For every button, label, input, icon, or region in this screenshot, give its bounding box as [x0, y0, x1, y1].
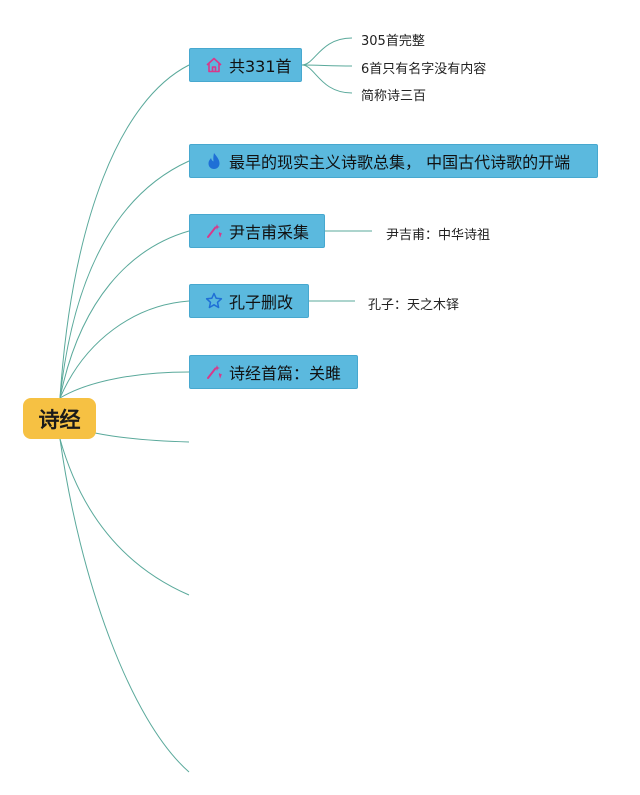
link-topic1-sub-3	[301, 64, 353, 94]
topic-label: 最早的现实主义诗歌总集， 中国古代诗歌的开端	[229, 153, 571, 172]
link-root-topic-5	[59, 371, 190, 399]
topic-realism-collection[interactable]: 最早的现实主义诗歌总集， 中国古代诗歌的开端	[189, 144, 598, 178]
root-node[interactable]: 诗经	[23, 398, 96, 439]
link-root-topic-2	[59, 160, 190, 399]
sparkle-icon	[204, 221, 224, 241]
topic-yin-jifu-collected[interactable]: 尹吉甫采集	[189, 214, 325, 248]
subtopic-short-name[interactable]: 简称诗三百	[361, 89, 427, 104]
subtopic-305-complete[interactable]: 305首完整	[361, 34, 425, 49]
topic-label: 尹吉甫采集	[229, 223, 310, 242]
topic-confucius-edited[interactable]: 孔子删改	[189, 284, 309, 318]
sparkle-icon	[204, 362, 224, 382]
link-root-topic-1	[59, 64, 190, 399]
link-root-empty-1	[94, 432, 190, 443]
flame-icon	[204, 151, 224, 171]
topic-label: 孔子删改	[229, 293, 294, 312]
link-topic1-sub-2	[301, 64, 353, 67]
topic-label: 共331首	[229, 57, 292, 76]
link-root-topic-4	[59, 300, 190, 399]
subtopic-6-title-only[interactable]: 6首只有名字没有内容	[361, 62, 487, 77]
link-topic1-sub-1	[301, 37, 353, 66]
star-icon	[204, 291, 224, 311]
home-icon	[204, 55, 224, 75]
topic-first-poem-guanju[interactable]: 诗经首篇：关雎	[189, 355, 358, 389]
link-root-empty-2	[59, 438, 190, 596]
subtopic-yin-jifu-ancestor[interactable]: 尹吉甫：中华诗祖	[386, 228, 491, 243]
link-root-empty-3	[59, 438, 190, 773]
topic-total-poems[interactable]: 共331首	[189, 48, 302, 82]
link-root-topic-3	[59, 230, 190, 399]
subtopic-confucius-bell[interactable]: 孔子：天之木铎	[368, 298, 460, 313]
topic-label: 诗经首篇：关雎	[229, 364, 342, 383]
